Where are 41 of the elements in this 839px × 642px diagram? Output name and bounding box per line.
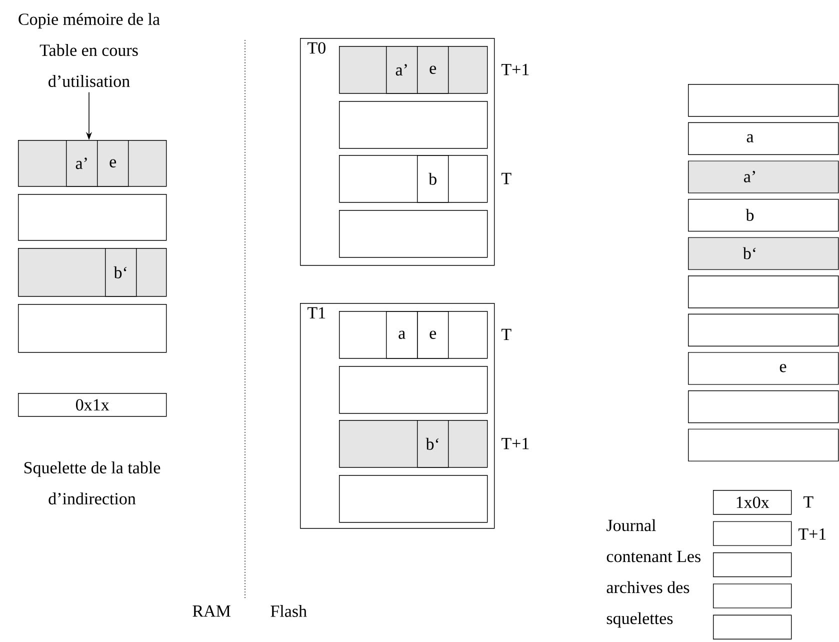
- row-label: T: [502, 172, 512, 184]
- table-row: [18, 304, 167, 353]
- skeleton-box: 0x1x: [18, 393, 167, 417]
- section-label: RAM: [192, 605, 230, 617]
- skeleton-box: 1x0x: [713, 490, 792, 515]
- memory-slot: [688, 390, 839, 424]
- memory-slot: b: [688, 198, 839, 232]
- memory-slot: b‘: [688, 237, 839, 270]
- table-cell: a’: [66, 140, 98, 187]
- row-label: T: [502, 328, 512, 340]
- section-label: Flash: [270, 605, 307, 617]
- table-row: [339, 475, 488, 523]
- memory-slot: [688, 428, 839, 462]
- table-cell: b‘: [417, 420, 449, 468]
- table-row: [339, 101, 488, 149]
- table-row: [18, 194, 167, 241]
- table-row: [339, 366, 488, 414]
- table-cell: b: [417, 155, 449, 203]
- memory-slot: [688, 314, 839, 346]
- table-cell: a’: [386, 46, 418, 94]
- caption: Copie mémoire de la Table en cours d’utilisation: [18, 13, 160, 87]
- skeleton-box: [713, 614, 792, 640]
- skeleton-box: [713, 552, 792, 578]
- row-label: T+1: [502, 438, 529, 450]
- skeleton-box: [713, 584, 792, 608]
- journal-label: Journal contenant Les archives des squelettes: [606, 519, 700, 628]
- row-label: Squelette de la table d’indirection: [24, 462, 160, 504]
- memory-slot: a’: [688, 160, 839, 194]
- row-label: T+1: [502, 64, 529, 76]
- table-row: [339, 210, 488, 258]
- memory-slot: [688, 84, 839, 117]
- memory-slot: e: [688, 352, 839, 385]
- table-cell: b‘: [105, 248, 137, 297]
- table-cell: e: [97, 140, 129, 187]
- row-label: T+1: [798, 528, 826, 540]
- table-cell: a: [386, 311, 418, 359]
- memory-slot: a: [688, 122, 839, 155]
- row-label: T: [804, 496, 814, 508]
- table-cell: e: [417, 46, 449, 94]
- table-cell: e: [417, 311, 449, 359]
- memory-slot: [688, 276, 839, 308]
